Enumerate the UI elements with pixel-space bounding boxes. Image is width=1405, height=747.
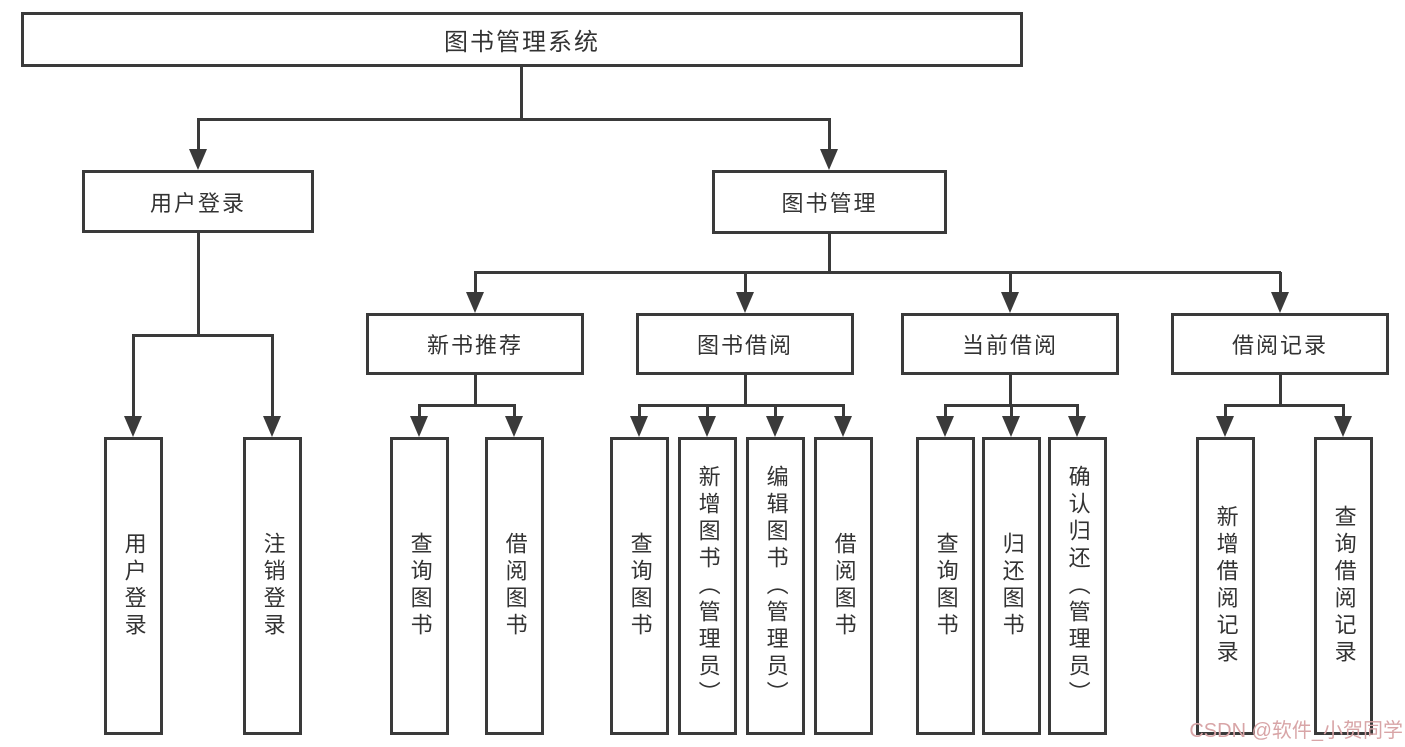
leaf-logout: 注销登录 bbox=[243, 437, 302, 735]
connector-line bbox=[1342, 405, 1345, 416]
connector-line bbox=[474, 375, 477, 405]
connector-line bbox=[828, 119, 831, 150]
arrow-down-icon bbox=[189, 149, 207, 170]
connector-line bbox=[744, 272, 747, 292]
leaf-query-book: 查询图书 bbox=[610, 437, 669, 735]
connector-line bbox=[513, 405, 516, 416]
connector-line bbox=[842, 405, 845, 416]
node-root-system: 图书管理系统 bbox=[21, 12, 1023, 67]
watermark: CSDN @软件_小贺同学 bbox=[1189, 720, 1403, 742]
connector-line bbox=[197, 119, 200, 150]
leaf-borrow-book: 借阅图书 bbox=[485, 437, 544, 735]
connector-line bbox=[774, 405, 777, 416]
connector-line bbox=[132, 334, 274, 337]
arrow-down-icon bbox=[766, 416, 784, 437]
connector-line bbox=[474, 271, 1281, 274]
leaf-borrow-book: 借阅图书 bbox=[814, 437, 873, 735]
arrow-down-icon bbox=[1002, 416, 1020, 437]
leaf-confirm-return-admin: 确认归还（管理员） bbox=[1048, 437, 1107, 735]
connector-line bbox=[1224, 404, 1345, 407]
arrow-down-icon bbox=[1001, 292, 1019, 313]
connector-line bbox=[1076, 405, 1079, 416]
connector-line bbox=[1224, 405, 1227, 416]
arrow-down-icon bbox=[1271, 292, 1289, 313]
leaf-query-book: 查询图书 bbox=[390, 437, 449, 735]
connector-line bbox=[1009, 375, 1012, 405]
connector-line bbox=[197, 233, 200, 335]
leaf-edit-book-admin: 编辑图书（管理员） bbox=[746, 437, 805, 735]
connector-line bbox=[638, 404, 845, 407]
arrow-down-icon bbox=[410, 416, 428, 437]
node-book-management: 图书管理 bbox=[712, 170, 947, 234]
arrow-down-icon bbox=[736, 292, 754, 313]
leaf-query-book: 查询图书 bbox=[916, 437, 975, 735]
arrow-down-icon bbox=[834, 416, 852, 437]
connector-line bbox=[520, 67, 523, 119]
leaf-return-book: 归还图书 bbox=[982, 437, 1041, 735]
arrow-down-icon bbox=[1068, 416, 1086, 437]
connector-line bbox=[828, 234, 831, 272]
arrow-down-icon bbox=[820, 149, 838, 170]
connector-line bbox=[706, 405, 709, 416]
arrow-down-icon bbox=[1334, 416, 1352, 437]
arrow-down-icon bbox=[936, 416, 954, 437]
arrow-down-icon bbox=[466, 292, 484, 313]
node-current-borrow: 当前借阅 bbox=[901, 313, 1119, 375]
connector-line bbox=[418, 404, 516, 407]
connector-line bbox=[638, 405, 641, 416]
leaf-add-borrow-record: 新增借阅记录 bbox=[1196, 437, 1255, 735]
connector-line bbox=[474, 272, 477, 292]
node-borrow-records: 借阅记录 bbox=[1171, 313, 1389, 375]
connector-line bbox=[1279, 272, 1282, 292]
connector-line bbox=[197, 118, 831, 121]
arrow-down-icon bbox=[505, 416, 523, 437]
arrow-down-icon bbox=[1216, 416, 1234, 437]
leaf-user-login: 用户登录 bbox=[104, 437, 163, 735]
connector-line bbox=[132, 335, 135, 416]
connector-line bbox=[1009, 272, 1012, 292]
arrow-down-icon bbox=[630, 416, 648, 437]
leaf-query-borrow-record: 查询借阅记录 bbox=[1314, 437, 1373, 735]
connector-line bbox=[271, 335, 274, 416]
arrow-down-icon bbox=[124, 416, 142, 437]
connector-line bbox=[744, 375, 747, 405]
arrow-down-icon bbox=[698, 416, 716, 437]
connector-line bbox=[418, 405, 421, 416]
leaf-add-book-admin: 新增图书（管理员） bbox=[678, 437, 737, 735]
node-new-book-recommend: 新书推荐 bbox=[366, 313, 584, 375]
connector-line bbox=[944, 405, 947, 416]
node-book-borrow: 图书借阅 bbox=[636, 313, 854, 375]
arrow-down-icon bbox=[263, 416, 281, 437]
node-user-login: 用户登录 bbox=[82, 170, 314, 233]
connector-line bbox=[1279, 375, 1282, 405]
connector-line bbox=[1010, 405, 1013, 416]
